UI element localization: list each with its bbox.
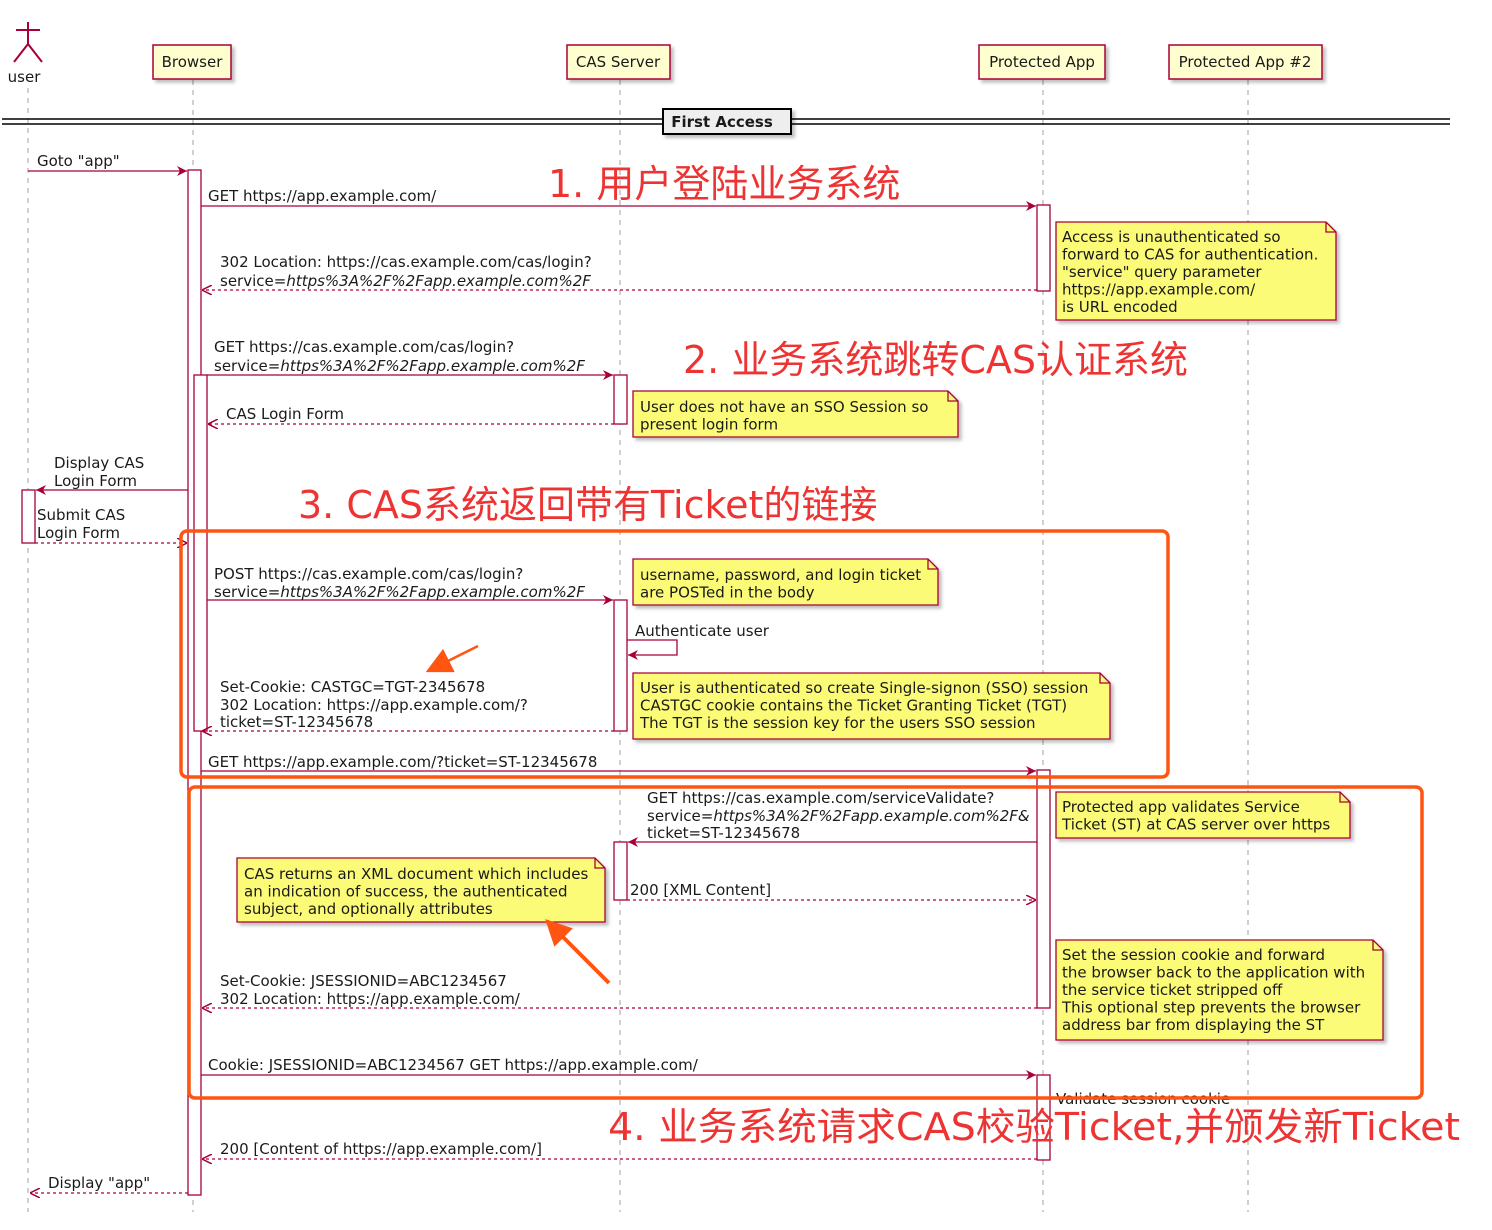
note-4-line: User is authenticated so create Single-s… (640, 679, 1088, 697)
note-4: User is authenticated so create Single-s… (632, 672, 1111, 740)
participant-user-label: user (8, 68, 42, 86)
activation-cas-2 (613, 599, 628, 732)
divider-first-access: First Access (2, 108, 1450, 135)
participant-app2-label: Protected App #2 (1179, 53, 1312, 71)
note-6-line: subject, and optionally attributes (244, 900, 493, 918)
message-label-15: Cookie: JSESSIONID=ABC1234567 GET https:… (208, 1056, 699, 1074)
note-5-line: Protected app validates Service (1062, 798, 1300, 816)
messages (28, 166, 1037, 1193)
step-annotation-2: 2. 业务系统跳转CAS认证系统 (683, 338, 1188, 382)
message-label-3a: 302 Location: https://cas.example.com/ca… (220, 253, 592, 271)
divider-label: First Access (671, 113, 773, 131)
note-1-line: https://app.example.com/ (1062, 281, 1256, 299)
message-label-10c: ticket=ST-12345678 (220, 713, 373, 731)
activation-browser-2 (193, 374, 208, 732)
highlight-arrows (425, 644, 611, 985)
activation-bars (21, 169, 1051, 1196)
message-label-7b: Login Form (37, 524, 120, 542)
message-label-17: 200 [Content of https://app.example.com/… (220, 1140, 542, 1158)
message-label-8b: service=https%3A%2F%2Fapp.example.com%2F (214, 583, 585, 601)
message-label-4a: GET https://cas.example.com/cas/login? (214, 338, 514, 356)
note-7-line: address bar from displaying the ST (1062, 1016, 1325, 1034)
message-label-13: 200 [XML Content] (630, 881, 771, 899)
activation-app (1036, 204, 1051, 292)
message-label-10b: 302 Location: https://app.example.com/? (220, 696, 528, 714)
note-5-line: Ticket (ST) at CAS server over https (1061, 816, 1330, 834)
step-annotation-4: 4. 业务系统请求CAS校验Ticket,并颁发新Ticket (608, 1105, 1460, 1149)
message-label-7a: Submit CAS (37, 506, 125, 524)
note-1-line: is URL encoded (1062, 298, 1178, 316)
note-7-line: the service ticket stripped off (1062, 981, 1283, 999)
highlight-arrow-large (545, 919, 611, 985)
activation-app-2 (1036, 769, 1051, 1009)
note-2-line: User does not have an SSO Session so (640, 398, 928, 416)
message-label-4b: service=https%3A%2F%2Fapp.example.com%2F (214, 357, 585, 375)
svg-text:username, password, and login: username, password, and login ticketare … (640, 566, 921, 602)
highlights (179, 529, 1424, 1100)
message-label-6a: Display CAS (54, 454, 144, 472)
activation-user (21, 489, 36, 544)
message-label-5: CAS Login Form (226, 405, 344, 423)
step-annotation-3: 3. CAS系统返回带有Ticket的链接 (298, 483, 877, 527)
note-7-line: Set the session cookie and forward (1062, 946, 1325, 964)
step-annotation-1: 1. 用户登陆业务系统 (548, 162, 900, 206)
message-label-12a: GET https://cas.example.com/serviceValid… (647, 789, 994, 807)
note-6-line: CAS returns an XML document which includ… (244, 865, 589, 883)
svg-text:User does not have an SSO Sess: User does not have an SSO Session sopres… (640, 398, 928, 434)
svg-text:User is authenticated so creat: User is authenticated so create Single-s… (639, 679, 1088, 732)
message-label-14a: Set-Cookie: JSESSIONID=ABC1234567 (220, 972, 507, 990)
step-annotations: 1. 用户登陆业务系统 2. 业务系统跳转CAS认证系统 3. CAS系统返回带… (298, 162, 1460, 1149)
message-label-14b: 302 Location: https://app.example.com/ (220, 990, 521, 1008)
message-label-3b: service=https%3A%2F%2Fapp.example.com%2F (220, 272, 591, 290)
note-6: CAS returns an XML document which includ… (236, 857, 606, 923)
message-label-2: GET https://app.example.com/ (208, 187, 437, 205)
note-2-line: present login form (640, 416, 778, 434)
note-4-line: CASTGC cookie contains the Ticket Granti… (640, 697, 1067, 715)
message-label-11: GET https://app.example.com/?ticket=ST-1… (208, 753, 597, 771)
note-4-line: The TGT is the session key for the users… (639, 714, 1036, 732)
note-1-line: forward to CAS for authentication. (1062, 246, 1318, 264)
note-7-line: This optional step prevents the browser (1061, 999, 1361, 1017)
participant-app-label: Protected App (989, 53, 1095, 71)
message-label-18: Display "app" (48, 1174, 150, 1192)
svg-text:CAS returns an XML document wh: CAS returns an XML document which includ… (244, 865, 589, 918)
highlight-arrow-small (425, 644, 479, 673)
message-label-9: Authenticate user (635, 622, 770, 640)
message-label-12b: service=https%3A%2F%2Fapp.example.com%2F… (647, 807, 1030, 825)
note-3-line: are POSTed in the body (640, 584, 815, 602)
note-1-line: Access is unauthenticated so (1062, 228, 1281, 246)
note-1-line: "service" query parameter (1062, 263, 1262, 281)
participant-cas-label: CAS Server (576, 53, 661, 71)
message-arrow-9-self (627, 639, 678, 660)
message-label-8a: POST https://cas.example.com/cas/login? (214, 565, 523, 583)
activation-cas-3 (613, 841, 628, 901)
message-labels: Goto "app" GET https://app.example.com/ … (37, 152, 1230, 1192)
note-6-line: an indication of success, the authentica… (244, 883, 568, 901)
participant-app: Protected App (978, 44, 1106, 80)
note-7-line: the browser back to the application with (1062, 964, 1365, 982)
message-label-12c: ticket=ST-12345678 (647, 824, 800, 842)
participant-browser: Browser (152, 44, 232, 80)
participant-browser-label: Browser (162, 53, 224, 71)
activation-cas (613, 374, 628, 425)
message-label-1: Goto "app" (37, 152, 120, 170)
actor-icon (13, 22, 43, 63)
highlight-box-step3 (179, 529, 1170, 779)
message-label-6b: Login Form (54, 472, 137, 490)
highlight-box-step4 (187, 785, 1424, 1100)
participant-cas: CAS Server (566, 44, 671, 80)
participant-user: user (8, 22, 43, 86)
participant-app2: Protected App #2 (1168, 44, 1323, 80)
message-label-10a: Set-Cookie: CASTGC=TGT-2345678 (220, 678, 485, 696)
note-3-line: username, password, and login ticket (640, 566, 921, 584)
